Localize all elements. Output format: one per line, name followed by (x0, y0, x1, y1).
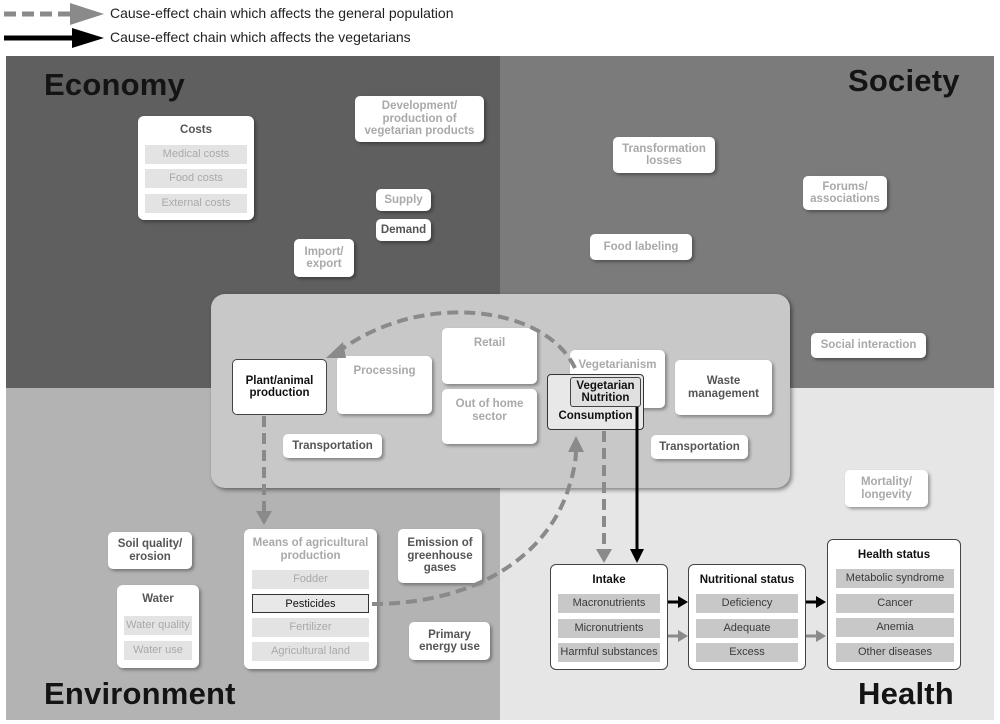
costs-external: External costs (145, 194, 247, 213)
health-metabolic-syndrome: Metabolic syndrome (836, 569, 954, 588)
status-deficiency: Deficiency (696, 594, 798, 613)
food-labeling-box: Food labeling (590, 234, 692, 260)
transportation-right-box: Transportation (651, 435, 748, 459)
soil-quality-box: Soil quality/ erosion (108, 532, 192, 569)
waste-management-box: Waste management (675, 360, 772, 415)
health-cancer: Cancer (836, 594, 954, 613)
social-interaction-box: Social interaction (811, 333, 926, 358)
water-title: Water (142, 593, 174, 605)
health-other-diseases: Other diseases (836, 643, 954, 662)
forums-box: Forums/ associations (803, 176, 887, 210)
legend-general-label: Cause-effect chain which affects the gen… (110, 5, 454, 21)
legend-dashed-arrow (4, 3, 104, 25)
intake-harmful-substances: Harmful substances (558, 643, 660, 662)
means-fertilizer: Fertilizer (252, 618, 369, 637)
processing-box: Processing (337, 356, 432, 414)
status-adequate: Adequate (696, 619, 798, 638)
means-title: Means of agricultural production (252, 537, 369, 562)
demand-box: Demand (376, 219, 431, 241)
economy-title: Economy (44, 67, 185, 102)
water-quality: Water quality (124, 616, 192, 635)
retail-box: Retail (442, 328, 537, 384)
primary-energy-box: Primary energy use (409, 622, 490, 660)
means-agricultural-land: Agricultural land (252, 642, 369, 661)
vegetarian-nutrition-box: Vegetarian Nutrition (570, 377, 641, 407)
intake-macronutrients: Macronutrients (558, 594, 660, 613)
transportation-left-box: Transportation (283, 434, 382, 458)
legend (4, 3, 104, 48)
intake-title: Intake (592, 574, 626, 586)
legend-vegetarian-label: Cause-effect chain which affects the veg… (110, 29, 411, 45)
health-anemia: Anemia (836, 618, 954, 637)
means-pesticides: Pesticides (252, 594, 369, 613)
water-use: Water use (124, 641, 192, 660)
mortality-box: Mortality/ longevity (845, 470, 928, 507)
legend-solid-arrow (4, 28, 104, 48)
costs-medical: Medical costs (145, 145, 247, 164)
import-export-box: Import/ export (294, 239, 354, 277)
costs-title: Costs (180, 124, 212, 136)
plant-animal-production-box: Plant/animal production (232, 359, 327, 415)
out-of-home-box: Out of home sector (442, 389, 537, 444)
nutritional-status-title: Nutritional status (699, 574, 795, 586)
health-status-title: Health status (857, 549, 931, 561)
costs-food: Food costs (145, 169, 247, 188)
intake-micronutrients: Micronutrients (558, 619, 660, 638)
transformation-losses-box: Transformation losses (613, 137, 715, 173)
health-title: Health (858, 676, 954, 711)
development-box: Development/ production of vegetarian pr… (355, 96, 484, 142)
society-title: Society (848, 63, 960, 98)
supply-box: Supply (376, 189, 431, 211)
emission-box: Emission of greenhouse gases (398, 529, 482, 583)
consumption-label: Consumption (558, 410, 633, 422)
status-excess: Excess (696, 643, 798, 662)
means-fodder: Fodder (252, 570, 369, 589)
environment-title: Environment (44, 676, 236, 711)
